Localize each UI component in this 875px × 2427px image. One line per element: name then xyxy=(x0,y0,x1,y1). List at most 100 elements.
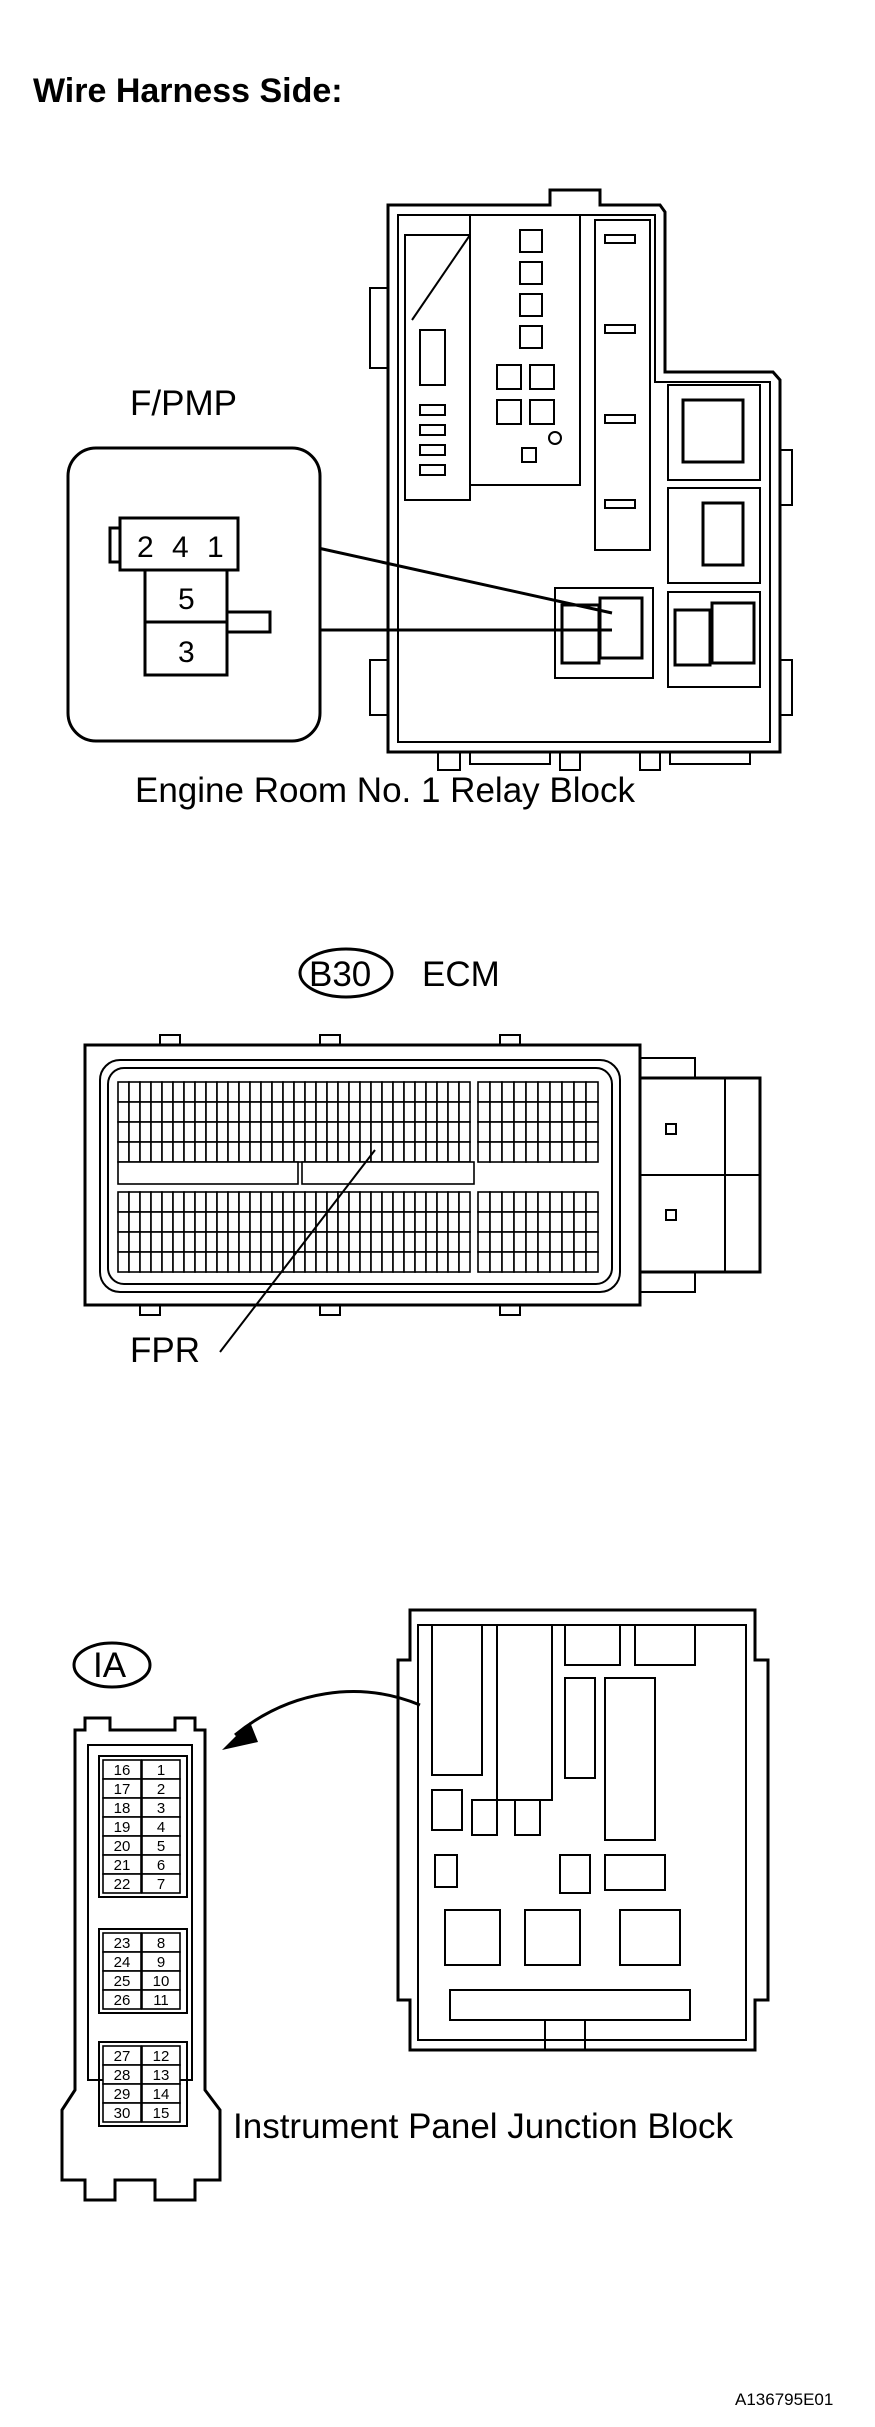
ecm-cavity xyxy=(183,1251,196,1273)
ecm-cavity xyxy=(183,1141,196,1163)
ecm-cavity xyxy=(293,1191,306,1213)
ecm-cavity xyxy=(414,1101,427,1123)
ecm-cavity xyxy=(139,1191,152,1213)
ecm-cavity xyxy=(585,1231,599,1253)
ecm-cavity xyxy=(425,1191,438,1213)
ecm-cavity-grid xyxy=(117,1081,599,1273)
ecm-cavity xyxy=(161,1101,174,1123)
ecm-cavity xyxy=(370,1191,383,1213)
locator-arrowhead xyxy=(222,1722,258,1750)
ecm-cavity xyxy=(282,1141,295,1163)
ecm-cavity xyxy=(128,1231,141,1253)
ecm-cavity xyxy=(549,1191,563,1213)
ecm-cavity xyxy=(326,1121,339,1143)
ia-pin-15: 15 xyxy=(153,2105,170,2122)
ecm-cavity xyxy=(370,1231,383,1253)
ecm-cavity xyxy=(414,1121,427,1143)
ecm-cavity xyxy=(150,1081,163,1103)
ecm-cavity xyxy=(205,1211,218,1233)
ecm-cavity xyxy=(501,1231,515,1253)
ecm-cavity xyxy=(403,1101,416,1123)
ecm-cavity xyxy=(249,1141,262,1163)
ia-pin-3: 3 xyxy=(157,1800,165,1817)
ecm-cavity xyxy=(260,1251,273,1273)
ecm-cavity xyxy=(414,1141,427,1163)
ia-pin-group xyxy=(98,1755,188,1898)
ecm-cavity xyxy=(172,1211,185,1233)
ecm-cavity xyxy=(585,1251,599,1273)
ecm-cavity xyxy=(315,1101,328,1123)
ecm-cavity xyxy=(573,1211,587,1233)
ecm-cavity xyxy=(392,1081,405,1103)
ecm-cavity xyxy=(315,1231,328,1253)
ecm-cavity xyxy=(238,1101,251,1123)
ecm-cavity xyxy=(436,1101,449,1123)
ecm-cavity xyxy=(403,1081,416,1103)
ecm-cavity xyxy=(150,1211,163,1233)
ecm-cavity xyxy=(216,1191,229,1213)
ecm-cavity xyxy=(194,1141,207,1163)
ecm-cavity xyxy=(205,1251,218,1273)
ecm-cavity xyxy=(414,1251,427,1273)
ia-pin-12: 12 xyxy=(153,2048,170,2065)
ecm-cavity xyxy=(128,1101,141,1123)
terminal-1: 1 xyxy=(207,531,224,564)
ia-pin-8: 8 xyxy=(157,1935,165,1952)
ecm-cavity xyxy=(525,1141,539,1163)
ecm-cavity xyxy=(249,1101,262,1123)
ecm-connector-code: B30 xyxy=(309,955,371,994)
ecm-cavity xyxy=(249,1121,262,1143)
ecm-cavity xyxy=(447,1101,460,1123)
ecm-cavity xyxy=(282,1081,295,1103)
ecm-cavity xyxy=(227,1211,240,1233)
ecm-cavity xyxy=(513,1231,527,1253)
ecm-cavity xyxy=(436,1141,449,1163)
ecm-cavity xyxy=(436,1191,449,1213)
ecm-cavity xyxy=(561,1191,575,1213)
ecm-cavity xyxy=(139,1251,152,1273)
ia-pin-29: 29 xyxy=(114,2086,131,2103)
ia-pin-18: 18 xyxy=(114,1800,131,1817)
ecm-cavity xyxy=(348,1231,361,1253)
ecm-cavity xyxy=(392,1231,405,1253)
ecm-cavity xyxy=(525,1121,539,1143)
ia-pin-23: 23 xyxy=(114,1935,131,1952)
ecm-cavity xyxy=(447,1121,460,1143)
ecm-cavity xyxy=(573,1251,587,1273)
ecm-cavity xyxy=(216,1251,229,1273)
ia-pin-cell xyxy=(141,1873,181,1894)
ecm-cavity xyxy=(304,1081,317,1103)
ecm-cavity xyxy=(447,1211,460,1233)
ecm-cavity xyxy=(227,1251,240,1273)
ecm-cavity xyxy=(414,1191,427,1213)
ecm-cavity xyxy=(425,1231,438,1253)
ecm-cavity xyxy=(501,1191,515,1213)
ecm-cavity xyxy=(392,1251,405,1273)
ecm-cavity xyxy=(477,1101,491,1123)
ecm-cavity xyxy=(381,1191,394,1213)
ecm-cavity xyxy=(260,1081,273,1103)
ecm-cavity xyxy=(194,1231,207,1253)
ecm-cavity xyxy=(337,1211,350,1233)
ecm-cavity xyxy=(161,1191,174,1213)
ecm-cavity xyxy=(348,1121,361,1143)
ecm-cavity xyxy=(139,1141,152,1163)
ecm-cavity xyxy=(513,1101,527,1123)
ecm-cavity xyxy=(128,1121,141,1143)
ecm-cavity xyxy=(489,1191,503,1213)
page-heading: Wire Harness Side: xyxy=(33,72,343,110)
ecm-cavity xyxy=(403,1121,416,1143)
ecm-cavity xyxy=(304,1101,317,1123)
ia-pin-26: 26 xyxy=(114,1992,131,2009)
ecm-cavity xyxy=(489,1081,503,1103)
ecm-cavity xyxy=(381,1231,394,1253)
ecm-cavity xyxy=(489,1121,503,1143)
ecm-cavity xyxy=(477,1081,491,1103)
ecm-cavity xyxy=(458,1141,471,1163)
ecm-cavity xyxy=(525,1101,539,1123)
ia-pin-cell xyxy=(141,1989,181,2010)
ecm-cavity xyxy=(359,1211,372,1233)
ecm-cavity xyxy=(561,1251,575,1273)
ecm-cavity xyxy=(436,1231,449,1253)
terminal-3: 3 xyxy=(178,636,195,669)
